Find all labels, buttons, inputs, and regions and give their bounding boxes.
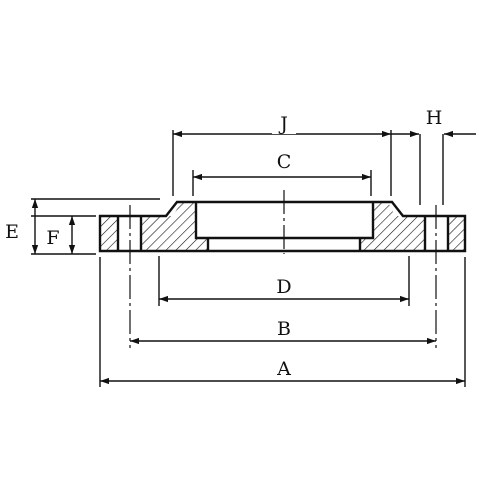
left-hatch-outer	[100, 216, 118, 251]
flange-outline	[98, 200, 467, 253]
label-E: E	[5, 221, 19, 243]
left-hatch-main	[141, 202, 208, 251]
label-J: J	[278, 113, 288, 135]
label-F: F	[46, 227, 59, 249]
right-hatch-main	[360, 202, 425, 251]
label-D: D	[276, 276, 291, 298]
extension-lines	[31, 130, 466, 387]
label-H: H	[426, 107, 443, 129]
dimension-lines	[31, 130, 476, 385]
dimension-labels: J H C E F D B A	[5, 107, 442, 380]
right-hatch-outer	[448, 216, 465, 251]
flange-section	[98, 190, 467, 348]
label-C: C	[277, 151, 292, 173]
label-A: A	[276, 358, 291, 380]
label-B: B	[277, 318, 291, 340]
